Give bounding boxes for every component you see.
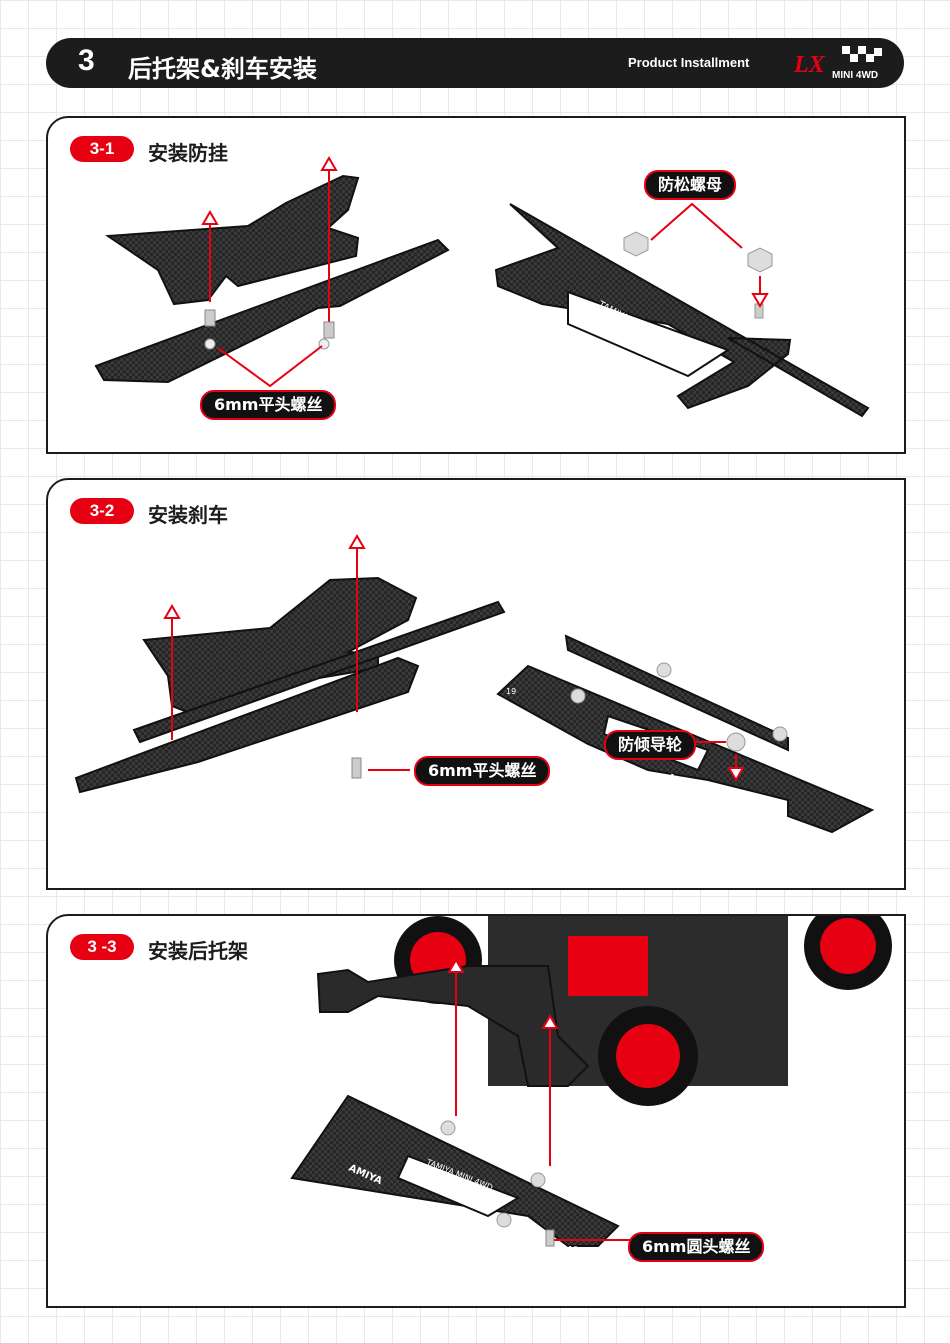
nut-icon xyxy=(726,732,746,752)
nut-icon xyxy=(530,1172,546,1188)
nut-icon xyxy=(623,231,649,257)
step-title: 后托架&刹车安装 xyxy=(128,55,317,83)
section-title: 安装刹车 xyxy=(148,503,228,527)
section-illustration: MINI 4 19 19 xyxy=(74,534,875,834)
screw-icon xyxy=(323,321,335,339)
step-number: 3 xyxy=(78,44,95,77)
callout-flat-screw: 6mm平头螺丝 xyxy=(200,390,337,420)
brake-bar xyxy=(132,600,506,744)
section-3-3: 3 -3 安装后托架 TAMIYA MINI 4WD AMIYA MINI 4 … xyxy=(46,914,906,1308)
section-3-2: 3-2 安装刹车 MINI 4 19 19 xyxy=(46,478,906,890)
svg-text:19: 19 xyxy=(568,1245,578,1254)
nut-icon xyxy=(440,1120,456,1136)
arrow-up-icon xyxy=(541,1014,559,1029)
section-3-1: 3-1 安装防挂 TAMIYA MINI 4WD xyxy=(46,116,906,454)
nut-icon xyxy=(570,688,586,704)
brake-bar-lower xyxy=(74,656,420,794)
arrow-down-icon xyxy=(751,293,769,308)
screw-icon xyxy=(204,309,216,327)
nut-icon xyxy=(496,1212,512,1228)
arrow-up-icon xyxy=(348,534,366,549)
nut-icon xyxy=(747,247,773,273)
rear-stay-plate xyxy=(290,1094,620,1247)
svg-text:MINI 4: MINI 4 xyxy=(457,1225,495,1250)
nut-icon xyxy=(772,726,788,742)
svg-text:19: 19 xyxy=(506,687,516,696)
arrow-up-icon xyxy=(447,958,465,973)
section-illustration: TAMIYA MINI 4WD xyxy=(94,156,870,418)
section-badge: 3-1 xyxy=(70,136,134,162)
svg-text:19: 19 xyxy=(770,825,780,834)
arrow-down-icon xyxy=(727,767,745,782)
screw-icon xyxy=(545,1229,555,1247)
arrow-up-icon xyxy=(320,156,338,171)
assembled-plate xyxy=(494,203,870,418)
nut-icon xyxy=(656,662,672,678)
screw-icon xyxy=(351,757,362,779)
arrow-up-icon xyxy=(163,604,181,619)
callout-lock-nut: 防松螺母 xyxy=(644,170,737,200)
arrow-up-icon xyxy=(201,210,219,225)
assembled-brake-bar xyxy=(564,634,789,752)
callout-anti-roll-roller: 防倾导轮 xyxy=(604,730,697,760)
section-illustration: TAMIYA MINI 4WD AMIYA MINI 4 19 xyxy=(290,916,892,1254)
svg-text:LX: LX xyxy=(793,52,826,78)
step-subtitle: Product Installment xyxy=(628,55,750,70)
step-header: 3 后托架&刹车安装 Product Installment LX MINI 4… xyxy=(46,38,904,88)
checkered-flag-icon xyxy=(842,46,882,62)
svg-text:MINI 4WD: MINI 4WD xyxy=(832,70,878,81)
section-badge: 3 -3 xyxy=(70,934,134,960)
chassis-illustration xyxy=(316,916,892,1106)
callout-flat-screw: 6mm平头螺丝 xyxy=(414,756,551,786)
section-title: 安装防挂 xyxy=(148,141,228,165)
callout-round-screw: 6mm圆头螺丝 xyxy=(628,1232,765,1262)
logo-icon: LX MINI 4WD xyxy=(793,46,882,81)
section-badge: 3-2 xyxy=(70,498,134,524)
rear-stay-plate xyxy=(105,174,360,306)
section-title: 安装后托架 xyxy=(148,939,248,963)
